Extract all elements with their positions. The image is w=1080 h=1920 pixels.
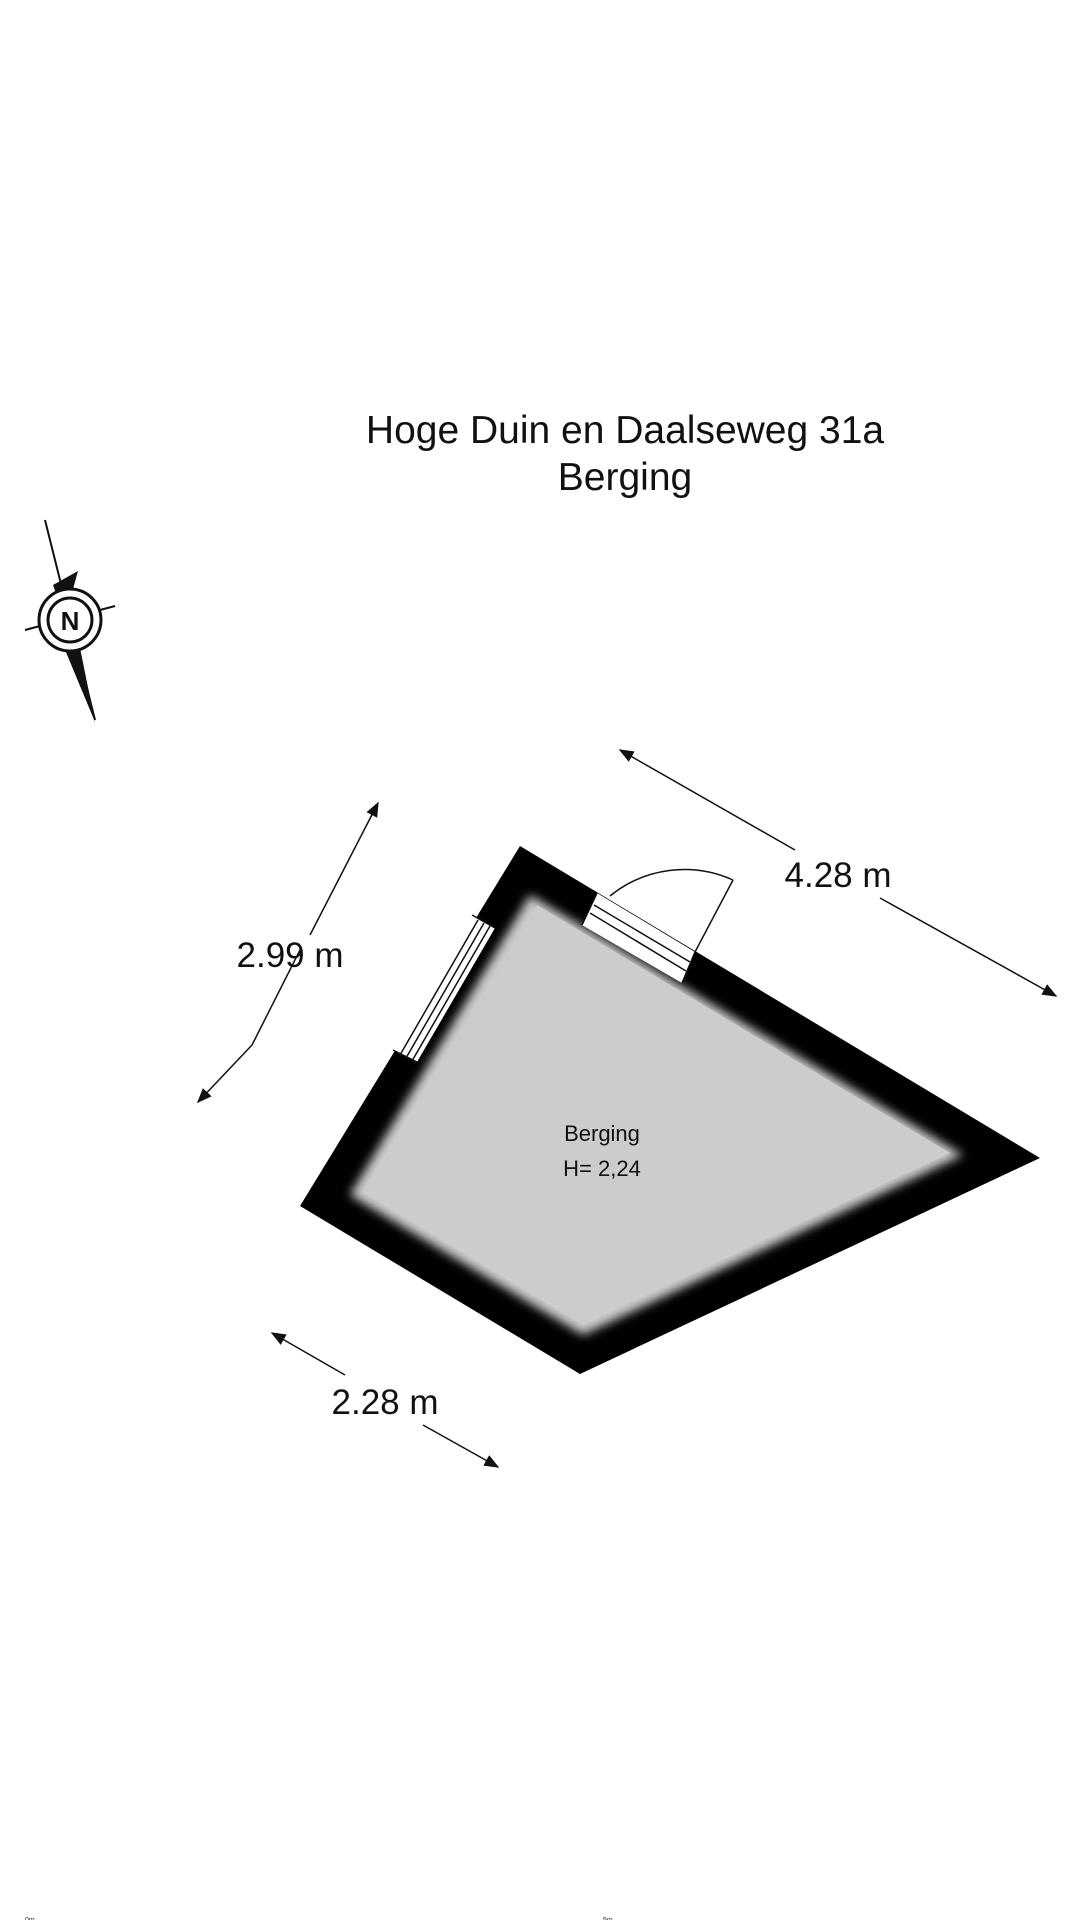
- dimension-left: 2.99 m: [196, 801, 379, 1104]
- address-title: Hoge Duin en Daalseweg 31a: [366, 409, 884, 452]
- room-name: Berging: [564, 1121, 640, 1146]
- dimension-bottom: 2.28 m: [270, 1332, 500, 1468]
- dimension-top: 4.28 m: [618, 749, 1058, 997]
- dimension-top-label: 4.28 m: [785, 856, 892, 895]
- room-height: H= 2,24: [563, 1156, 641, 1181]
- door: [581, 868, 734, 984]
- scale-start-label: 0m: [25, 1917, 35, 1920]
- floor-title: Berging: [558, 456, 692, 499]
- scale-end-label: 5m: [603, 1917, 613, 1920]
- scale-bar: 0m 5m: [25, 1917, 613, 1920]
- compass-letter: N: [61, 606, 80, 636]
- window: [392, 914, 496, 1063]
- compass-north-icon: N: [24, 519, 116, 722]
- dimension-bottom-label: 2.28 m: [332, 1383, 439, 1422]
- dimension-left-label: 2.99 m: [237, 936, 344, 975]
